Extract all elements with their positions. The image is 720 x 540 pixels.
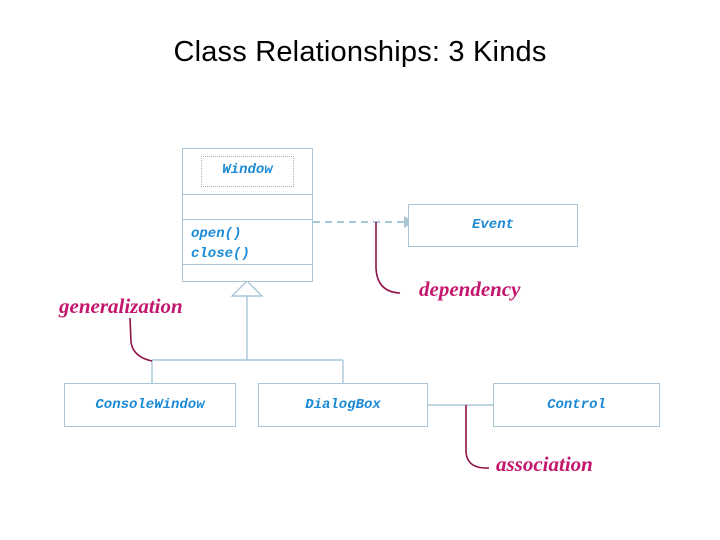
- association-leader-line: [465, 405, 490, 469]
- operation-open: open(): [191, 226, 242, 242]
- class-name-label: DialogBox: [305, 397, 381, 413]
- class-name-label: Event: [471, 217, 514, 233]
- class-box-event[interactable]: Event: [408, 204, 578, 247]
- generalization-triangle-icon: [230, 280, 264, 297]
- event-name-compartment: Event: [409, 205, 577, 246]
- class-box-control[interactable]: Control: [493, 383, 660, 427]
- annotation-generalization: generalization: [59, 294, 183, 318]
- text-selection-outline: [201, 156, 294, 187]
- annotation-dependency: dependency: [419, 277, 521, 301]
- dependency-leader-line: [375, 222, 401, 294]
- window-name-compartment: Window: [183, 149, 312, 194]
- window-operations-compartment: open() close(): [183, 219, 312, 264]
- generalization-connector[interactable]: [151, 280, 344, 383]
- class-name-label: Window: [222, 162, 273, 178]
- class-box-window[interactable]: Window open() close(): [182, 148, 313, 282]
- dialog-box-name-compartment: DialogBox: [259, 384, 427, 426]
- generalization-leader-line: [129, 317, 153, 362]
- console-window-name-compartment: ConsoleWindow: [65, 384, 235, 426]
- control-name-compartment: Control: [494, 384, 659, 426]
- window-attributes-compartment: [183, 194, 312, 219]
- class-box-dialog-box[interactable]: DialogBox: [258, 383, 428, 427]
- class-name-label: Control: [547, 397, 606, 413]
- class-name-label: ConsoleWindow: [95, 397, 205, 413]
- dependency-connector[interactable]: [313, 216, 414, 228]
- operation-close: close(): [191, 246, 250, 262]
- class-box-console-window[interactable]: ConsoleWindow: [64, 383, 236, 427]
- annotation-association: association: [496, 452, 593, 476]
- page-title: Class Relationships: 3 Kinds: [173, 36, 547, 68]
- window-extra-compartment: [183, 264, 312, 282]
